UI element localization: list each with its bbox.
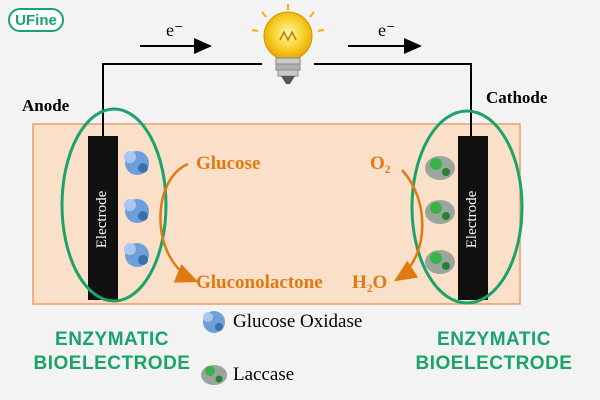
oxygen-label: O₂ <box>370 153 391 174</box>
external-circuit-wire-right <box>314 63 472 138</box>
gluconolactone-label: Gluconolactone <box>196 272 323 293</box>
cathode-label: Cathode <box>486 88 548 107</box>
external-circuit-wire <box>102 63 262 138</box>
legend-laccase-label: Laccase <box>233 364 295 385</box>
left-bioelectrode-outline <box>60 107 168 303</box>
left-bioelectrode-caption: ENZYMATIC BIOELECTRODE <box>33 329 191 374</box>
anode-label: Anode <box>22 96 70 115</box>
laccase-enzyme <box>425 200 455 224</box>
right-bioelectrode-caption: ENZYMATIC BIOELECTRODE <box>415 329 573 374</box>
electron-label-right: e⁻ <box>378 20 396 40</box>
anode-electrode <box>88 136 118 300</box>
glucose-oxidase-enzyme <box>124 151 149 175</box>
glucose-oxidase-icon <box>203 311 225 333</box>
light-bulb-icon <box>251 4 325 84</box>
right-bioelectrode-outline <box>410 109 524 305</box>
glucose-oxidation-arrow <box>159 162 199 283</box>
laccase-icon <box>201 365 227 385</box>
oxygen-reduction-arrow <box>393 169 424 282</box>
glucose-oxidase-enzyme <box>124 199 149 223</box>
laccase-enzyme <box>425 250 455 274</box>
ufine-logo: UFine <box>8 8 64 32</box>
glucose-label: Glucose <box>196 153 261 174</box>
electron-label-left: e⁻ <box>166 20 184 40</box>
cathode-electrode-label: Electrode <box>464 190 481 248</box>
water-label: H₂O <box>352 272 388 293</box>
glucose-oxidase-enzyme <box>124 243 149 267</box>
laccase-enzyme <box>425 156 455 180</box>
cathode-electrode <box>458 136 488 300</box>
legend-glucose-oxidase-label: Glucose Oxidase <box>233 311 363 332</box>
anode-electrode-label: Electrode <box>94 190 111 248</box>
